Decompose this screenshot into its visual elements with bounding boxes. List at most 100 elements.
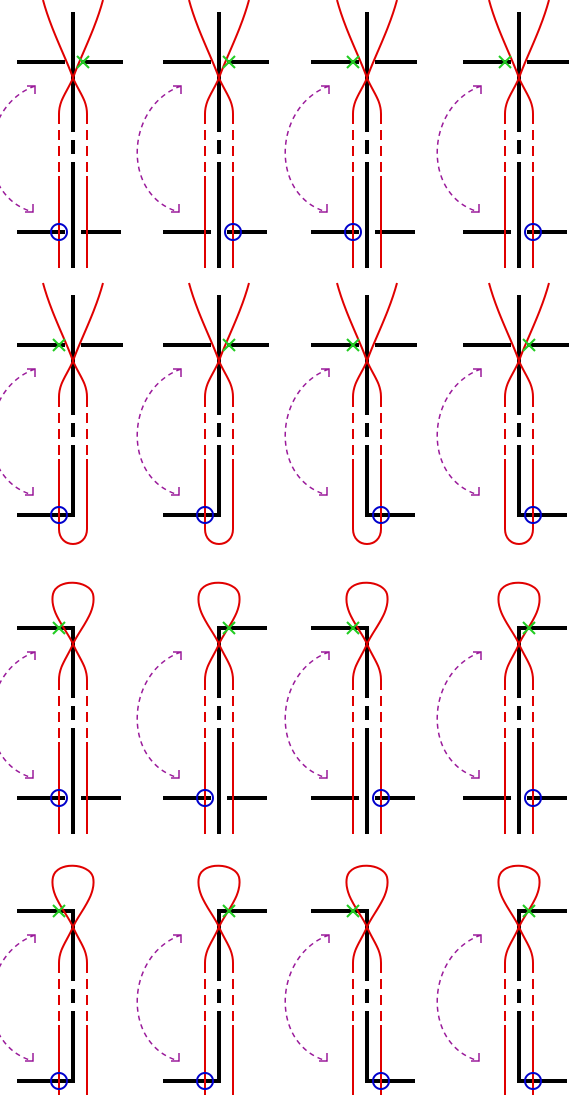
red-strand-top-b xyxy=(352,282,398,398)
red-strand-bottom-loop xyxy=(504,459,534,545)
panel-8 xyxy=(436,282,569,545)
red-strand-top-b xyxy=(58,282,104,398)
blue-circle-icon xyxy=(524,223,542,241)
green-x-icon xyxy=(346,621,360,635)
dashed-curved-arrow-icon xyxy=(0,85,36,213)
dashed-curved-arrow-icon xyxy=(0,368,36,496)
panel-12 xyxy=(436,581,567,834)
red-strand-bottom-loop xyxy=(204,459,234,545)
dashed-curved-arrow-icon xyxy=(136,85,182,213)
red-strand-top-b xyxy=(204,0,250,115)
red-strand-top-b xyxy=(504,282,550,398)
blue-circle-icon xyxy=(524,1072,542,1090)
blue-circle-icon xyxy=(372,789,390,807)
dashed-curved-arrow-icon xyxy=(436,85,482,213)
green-x-icon xyxy=(52,338,66,352)
red-strand-top-b xyxy=(504,0,550,115)
green-x-icon xyxy=(52,904,66,918)
panel-15 xyxy=(284,864,415,1095)
black-bottom-corner xyxy=(17,513,75,517)
black-bottom-corner xyxy=(163,1079,221,1083)
panel-13 xyxy=(0,864,95,1095)
blue-circle-icon xyxy=(224,223,242,241)
black-bottom-corner xyxy=(365,513,415,517)
green-x-icon xyxy=(346,338,360,352)
blue-circle-icon xyxy=(50,506,68,524)
panel-3 xyxy=(284,0,417,268)
green-x-icon xyxy=(222,621,236,635)
blue-circle-icon xyxy=(196,1072,214,1090)
black-top-corner xyxy=(217,909,267,913)
dashed-curved-arrow-icon xyxy=(284,934,330,1062)
blue-circle-icon xyxy=(524,789,542,807)
panel-1 xyxy=(0,0,123,268)
dashed-curved-arrow-icon xyxy=(436,651,482,779)
red-strand-top-loop xyxy=(197,864,241,964)
red-strand-bottom-loop xyxy=(58,459,88,545)
dashed-curved-arrow-icon xyxy=(136,934,182,1062)
dashed-curved-arrow-icon xyxy=(0,651,36,779)
dashed-curved-arrow-icon xyxy=(284,368,330,496)
dashed-curved-arrow-icon xyxy=(136,651,182,779)
black-top-corner xyxy=(311,626,369,630)
blue-circle-icon xyxy=(372,1072,390,1090)
panel-10 xyxy=(136,581,267,834)
red-strand-top-loop xyxy=(497,581,541,681)
green-x-icon xyxy=(346,55,360,69)
dashed-curved-arrow-icon xyxy=(0,934,36,1062)
panel-4 xyxy=(436,0,569,268)
green-x-icon xyxy=(522,904,536,918)
panel-14 xyxy=(136,864,267,1095)
blue-circle-icon xyxy=(50,789,68,807)
dashed-curved-arrow-icon xyxy=(136,368,182,496)
blue-circle-icon xyxy=(196,506,214,524)
black-bottom-corner xyxy=(17,1079,75,1083)
blue-circle-icon xyxy=(50,223,68,241)
red-strand-top-b xyxy=(58,0,104,115)
green-x-icon xyxy=(522,338,536,352)
panel-9 xyxy=(0,581,121,834)
blue-circle-icon xyxy=(196,789,214,807)
blue-circle-icon xyxy=(524,506,542,524)
red-strand-top-loop xyxy=(345,864,389,964)
green-x-icon xyxy=(522,621,536,635)
black-bottom-corner xyxy=(163,513,221,517)
black-top-corner xyxy=(311,909,369,913)
green-x-icon xyxy=(52,621,66,635)
red-strand-bottom-loop xyxy=(352,459,382,545)
red-strand-top-b xyxy=(352,0,398,115)
red-strand-top-loop xyxy=(51,581,95,681)
red-strand-top-loop xyxy=(51,864,95,964)
green-x-icon xyxy=(222,904,236,918)
green-x-icon xyxy=(498,55,512,69)
green-x-icon xyxy=(222,55,236,69)
dashed-curved-arrow-icon xyxy=(436,368,482,496)
green-x-icon xyxy=(222,338,236,352)
black-bottom-corner xyxy=(365,1079,415,1083)
red-strand-top-loop xyxy=(345,581,389,681)
black-top-corner xyxy=(17,909,75,913)
dashed-curved-arrow-icon xyxy=(284,651,330,779)
green-x-icon xyxy=(76,55,90,69)
green-x-icon xyxy=(346,904,360,918)
panel-5 xyxy=(0,282,123,545)
dashed-curved-arrow-icon xyxy=(436,934,482,1062)
black-top-corner xyxy=(517,909,567,913)
panel-2 xyxy=(136,0,269,268)
blue-circle-icon xyxy=(372,506,390,524)
red-strand-top-loop xyxy=(497,864,541,964)
black-top-corner xyxy=(217,626,267,630)
panel-11 xyxy=(284,581,415,834)
blue-circle-icon xyxy=(344,223,362,241)
panel-6 xyxy=(136,282,269,545)
black-bottom-corner xyxy=(517,1079,567,1083)
black-top-corner xyxy=(17,626,75,630)
red-strand-top-b xyxy=(204,282,250,398)
red-strand-top-loop xyxy=(197,581,241,681)
panel-16 xyxy=(436,864,567,1095)
black-bottom-corner xyxy=(517,513,567,517)
blue-circle-icon xyxy=(50,1072,68,1090)
panel-7 xyxy=(284,282,417,545)
